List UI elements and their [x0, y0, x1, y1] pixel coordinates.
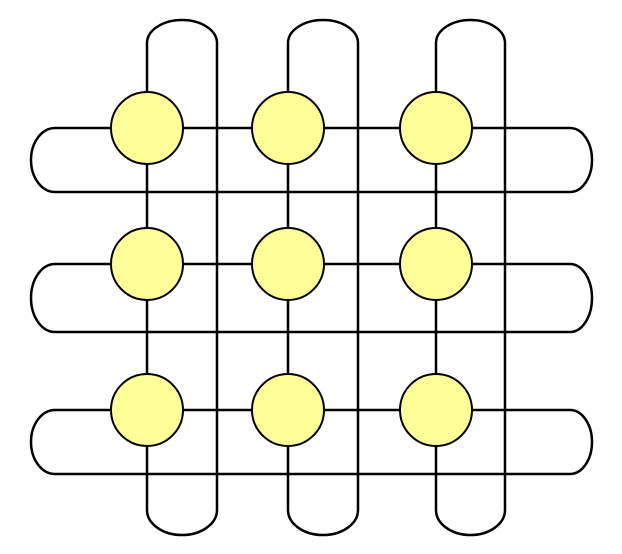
node-r3-c3	[399, 373, 473, 447]
column-1-link	[145, 18, 219, 537]
node-r1-c3	[399, 91, 473, 165]
column-3-link	[434, 18, 507, 537]
node-r3-c2	[251, 373, 325, 447]
node-r1-c2	[251, 91, 325, 165]
node-r2-c1	[110, 227, 184, 301]
node-r3-c1	[110, 373, 184, 447]
node-r1-c1	[110, 91, 184, 165]
node-r2-c3	[399, 227, 473, 301]
node-r2-c2	[251, 227, 325, 301]
links-layer	[29, 18, 594, 537]
row-1-link	[29, 126, 594, 194]
column-2-link	[286, 18, 360, 537]
row-3-link	[29, 408, 594, 476]
row-2-link	[29, 262, 594, 334]
nodes-layer	[110, 91, 473, 447]
